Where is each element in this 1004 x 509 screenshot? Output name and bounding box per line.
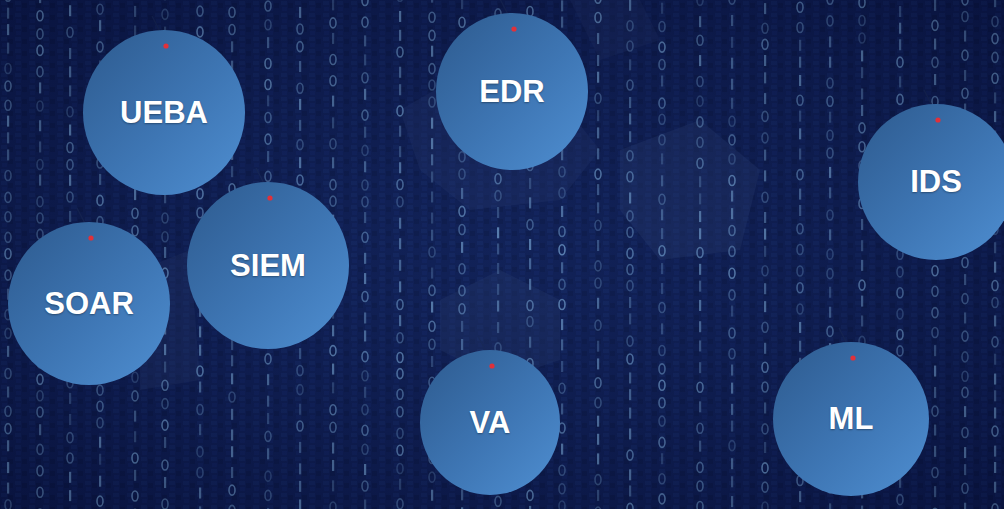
hanging-ball: IDS <box>858 104 1004 260</box>
ball-label: ML <box>829 401 874 437</box>
pin-dot <box>489 363 494 368</box>
ball-fill <box>83 30 245 195</box>
hanging-ball: ML <box>773 342 929 496</box>
hanging-ball: VA <box>420 350 560 495</box>
ball-fill <box>187 182 349 349</box>
ball-fill <box>858 104 1004 260</box>
pin-dot <box>935 117 940 122</box>
pin-dot <box>88 235 93 240</box>
hanging-ball: EDR <box>436 13 588 170</box>
ball-label: SOAR <box>44 286 134 322</box>
ball-label: IDS <box>910 164 962 200</box>
ball-fill <box>420 350 560 495</box>
hanging-ball: UEBA <box>83 30 245 195</box>
ball-fill <box>773 342 929 496</box>
pin-dot <box>850 355 855 360</box>
ball-label: SIEM <box>230 248 306 284</box>
pin-dot <box>267 195 272 200</box>
hanging-ball: SOAR <box>8 222 170 385</box>
ball-label: VA <box>470 405 511 441</box>
pin-dot <box>511 26 516 31</box>
ball-fill <box>8 222 170 385</box>
pin-dot <box>163 43 168 48</box>
ball-fill <box>436 13 588 170</box>
ball-label: EDR <box>479 74 544 110</box>
ball-label: UEBA <box>120 95 208 131</box>
hanging-ball: SIEM <box>187 182 349 349</box>
